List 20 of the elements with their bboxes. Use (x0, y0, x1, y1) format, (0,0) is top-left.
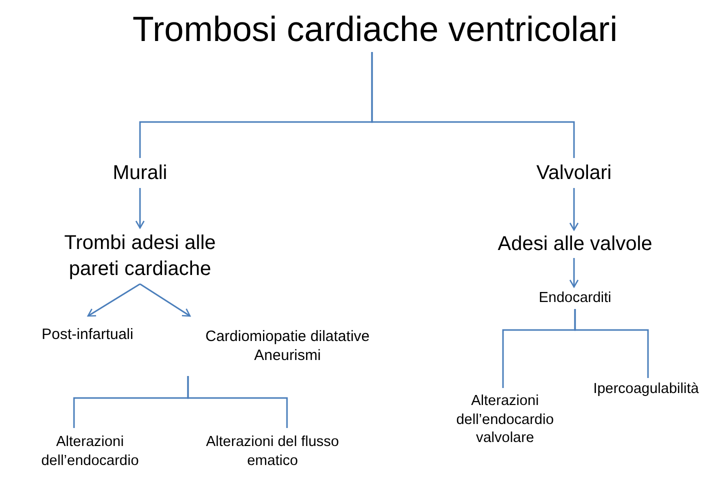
title-text: Trombosi cardiache ventricolari (132, 9, 618, 52)
connector-line (187, 376, 288, 428)
arrow (135, 188, 145, 229)
category-label: Cardiomiopatie dilatative Aneurismi (204, 326, 371, 366)
category-label: Post-infartuali (42, 325, 134, 345)
category-label: Adesi alle valvole (498, 232, 652, 257)
category-label: Alterazioni del flusso ematico (205, 433, 340, 471)
category-label: Ipercoagulabilità (593, 380, 699, 398)
category-label: Alterazioni dell’endocardio (40, 433, 140, 471)
arrow (140, 283, 191, 317)
category-label: Endocarditi (538, 288, 612, 308)
category-label: Alterazioni dell’endocardio valvolare (455, 392, 555, 448)
category-label: Trombi adesi alle pareti cardiache (63, 231, 217, 282)
arrow (569, 258, 579, 288)
connector-line (371, 52, 575, 158)
category-label: Valvolari (536, 161, 612, 186)
arrow (87, 283, 140, 317)
category-label: Murali (112, 161, 168, 186)
connector-line (574, 309, 649, 378)
arrow (569, 188, 579, 231)
